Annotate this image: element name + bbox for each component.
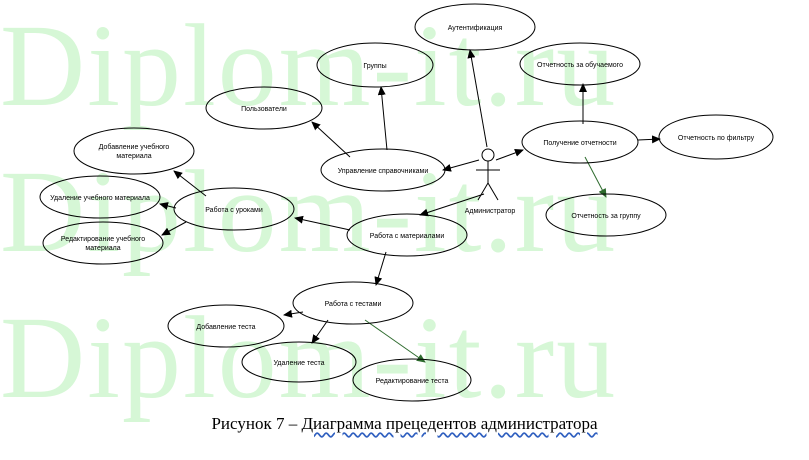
label-report-filter: Отчетность по фильтру — [678, 135, 755, 142]
edge-manage-users — [311, 121, 351, 158]
edge-tests-edit — [364, 319, 426, 363]
edge-actor-manage — [442, 159, 480, 172]
caption-prefix: Рисунок 7 – — [211, 414, 302, 433]
usecase-work-tests — [292, 281, 414, 325]
label-work-tests: Работа с тестами — [325, 300, 382, 308]
edge-tests-delete — [311, 319, 329, 344]
label-edit-test: Редактирование теста — [376, 378, 449, 385]
label-users: Пользователи — [241, 106, 287, 113]
edge-actor-materials — [419, 193, 485, 217]
edge-reports-group — [584, 156, 607, 198]
label-add-test: Добавление теста — [196, 323, 255, 331]
usecase-report-group — [545, 193, 667, 237]
figure-caption: Рисунок 7 – Диаграмма прецедентов админи… — [0, 414, 809, 434]
usecase-delete-material — [39, 175, 161, 219]
usecase-report-student — [519, 42, 641, 86]
watermark-line-3: Diplom-it.ru — [0, 292, 618, 423]
usecase-work-lessons — [173, 187, 295, 231]
usecase-work-materials — [346, 213, 468, 257]
edge-actor-auth — [467, 49, 488, 148]
edge-materials-lessons — [294, 215, 351, 231]
label-delete-material: Удаление учебного материала — [50, 194, 150, 202]
usecase-get-reports — [521, 120, 639, 164]
use-case-diagram: Администратор Аутентификация Группы Поль… — [39, 3, 774, 402]
label-report-student: Отчетность за обучаемого — [537, 61, 623, 69]
watermark-line-2: Diplom-it.ru — [0, 146, 618, 277]
edge-lessons-edit — [161, 221, 187, 236]
watermark-line-1: Diplom-it.ru — [0, 0, 618, 131]
label-auth: Аутентификация — [448, 25, 503, 32]
label-edit-material-1: Редактирование учебного — [61, 235, 145, 243]
edge-materials-tests — [374, 251, 387, 286]
label-work-lessons: Работа с уроками — [205, 206, 263, 214]
label-actor: Администратор — [465, 208, 516, 215]
usecase-edit-material — [42, 221, 164, 265]
actor-administrator — [476, 148, 500, 201]
usecase-report-filter — [658, 114, 774, 160]
label-groups: Группы — [363, 63, 386, 70]
usecase-edit-test — [352, 358, 472, 402]
label-manage-refs: Управление справочниками — [338, 168, 429, 175]
edge-actor-reports — [495, 149, 524, 161]
label-report-group: Отчетность за группу — [571, 213, 641, 220]
caption-title: Диаграмма прецедентов администратора — [301, 414, 598, 433]
edge-lessons-add — [173, 170, 207, 197]
edge-manage-groups — [377, 86, 388, 151]
usecase-users — [205, 86, 323, 130]
edge-lessons-delete — [159, 202, 177, 210]
usecase-add-material — [73, 127, 195, 175]
label-add-material-1: Добавление учебного — [99, 143, 170, 151]
usecase-auth — [414, 3, 536, 51]
label-delete-test: Удаление теста — [273, 360, 324, 367]
edge-reports-filter — [637, 135, 661, 144]
label-edit-material-2: материала — [85, 245, 120, 252]
usecase-groups — [316, 42, 434, 88]
usecase-manage-refs — [320, 148, 446, 192]
label-add-material-2: материала — [116, 153, 151, 160]
usecase-delete-test — [241, 341, 357, 383]
label-get-reports: Получение отчетности — [543, 140, 616, 147]
usecase-add-test — [167, 304, 285, 348]
label-work-materials: Работа с материалами — [370, 232, 445, 240]
